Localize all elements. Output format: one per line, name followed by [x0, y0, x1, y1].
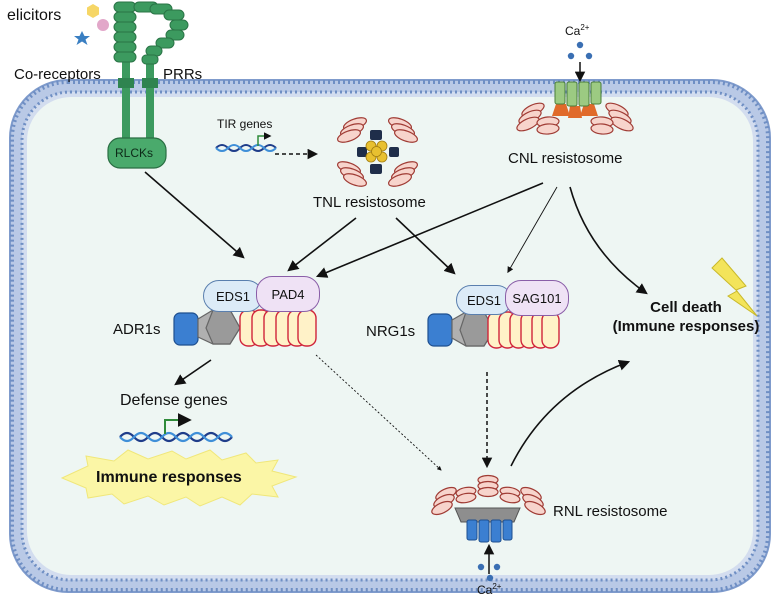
nrg1-complex [427, 311, 560, 349]
label-co-receptors: Co-receptors [14, 66, 101, 83]
lightning-icon [711, 257, 758, 317]
ca-bottom-charge: 2+ [492, 582, 502, 591]
arrow-adr1-to-rnl [315, 354, 442, 471]
cell-death-line1: Cell death [650, 299, 722, 316]
calcium-ions-bottom [477, 563, 501, 582]
circle-elicitor-icon [97, 19, 109, 31]
label-ca-top: Ca2+ [565, 23, 590, 38]
label-rlcks: RLCKs [115, 146, 154, 160]
arrow-adr1-to-defense [174, 359, 212, 386]
eds1-left-pill: EDS1 [203, 280, 263, 312]
star-elicitor-icon [74, 31, 90, 45]
rnl-resistosome [431, 474, 546, 543]
label-adr1s: ADR1s [113, 321, 161, 338]
promoter-arrow-icon [257, 132, 272, 146]
dna-icon-tir [215, 132, 277, 152]
label-rnl-resistosome: RNL resistosome [553, 503, 668, 520]
label-cnl-resistosome: CNL resistosome [508, 150, 623, 167]
arrow-rnl-to-cell-death [510, 359, 631, 467]
arrow-cnl-to-nrg1 [507, 186, 558, 274]
tnl-resistosome [336, 117, 419, 187]
arrow-cnl-to-cell-death [569, 186, 648, 295]
label-elicitors: elicitors [7, 7, 62, 24]
arrow-tnl-to-nrg1 [395, 217, 456, 275]
adr1-complex [173, 309, 317, 347]
label-cell-death: Cell death (Immune responses) [611, 298, 761, 336]
sag101-pill: SAG101 [505, 280, 569, 316]
rlcks-box [107, 137, 167, 169]
label-prrs: PRRs [163, 66, 203, 83]
cell-membrane-dots [10, 80, 770, 592]
promoter-arrow-icon-defense [164, 413, 192, 434]
ca-bottom-symbol: Ca [477, 583, 493, 597]
arrow-tnl-to-adr1 [287, 217, 357, 272]
label-defense-genes: Defense genes [120, 392, 228, 409]
ca-top-symbol: Ca [565, 24, 581, 38]
prr-receptor [113, 1, 189, 145]
label-nrg1s: NRG1s [366, 323, 416, 340]
pad4-pill: PAD4 [256, 276, 320, 312]
label-immune-responses: Immune responses [96, 469, 242, 486]
dna-icon-defense [119, 413, 233, 443]
label-ca-bottom: Ca2+ [477, 582, 502, 597]
ca-top-charge: 2+ [580, 23, 590, 32]
label-tir-genes: TIR genes [217, 117, 273, 131]
arrow-cnl-to-adr1 [315, 182, 544, 278]
cnl-resistosome [516, 81, 634, 135]
label-tnl-resistosome: TNL resistosome [313, 194, 426, 211]
cell-death-line2: (Immune responses) [612, 318, 760, 335]
hexagon-elicitor-icon [87, 4, 99, 18]
immune-burst [60, 449, 298, 507]
eds1-right-pill: EDS1 [456, 285, 512, 315]
arrow-rlcks-to-adr1 [144, 171, 245, 259]
calcium-ions-top [567, 41, 593, 60]
